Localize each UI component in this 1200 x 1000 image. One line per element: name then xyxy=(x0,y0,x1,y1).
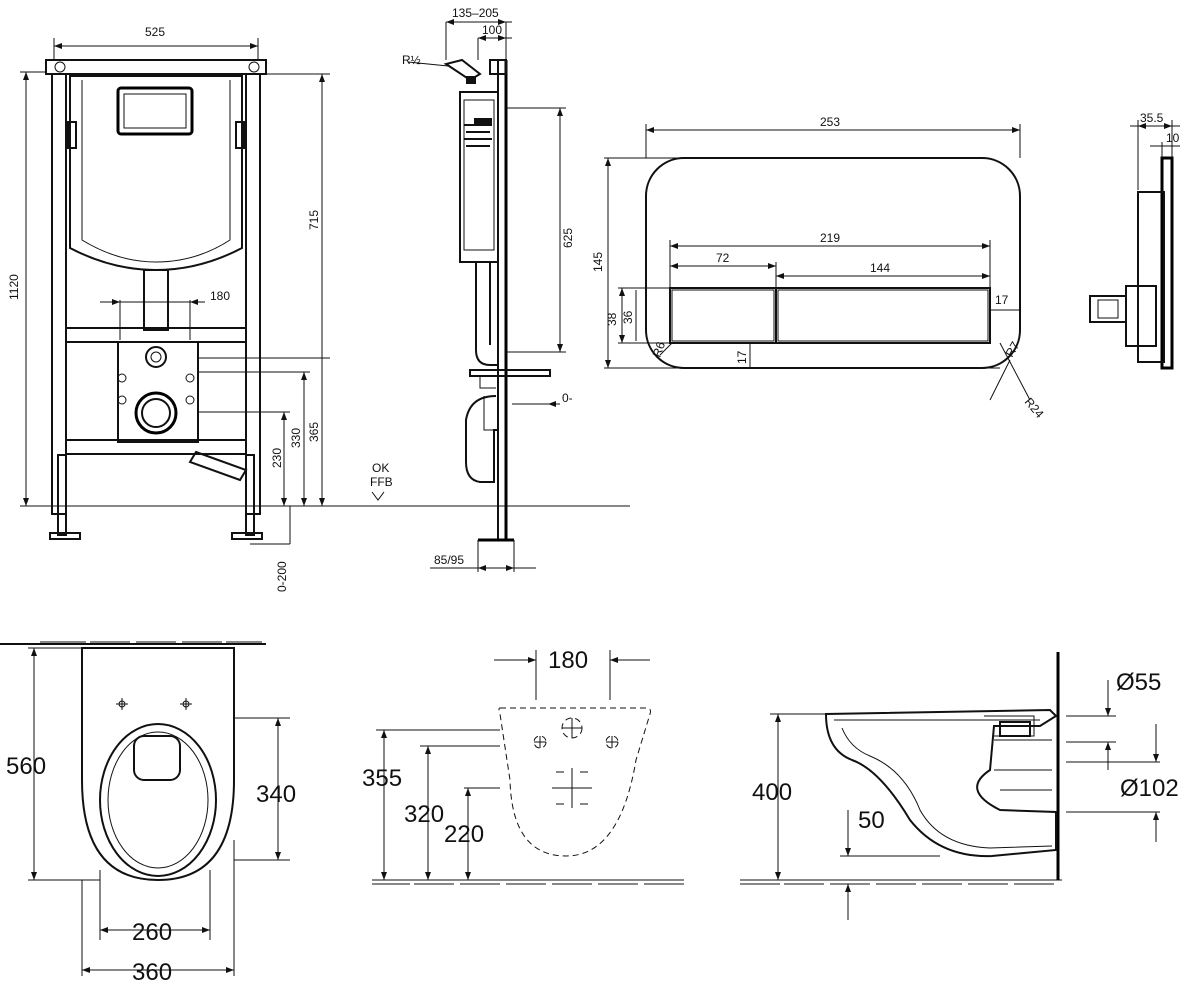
center-spacing-label: 180 xyxy=(210,289,230,303)
plate-depth-label: 35.5 xyxy=(1140,111,1164,125)
frame-width-label: 525 xyxy=(145,25,165,39)
large-button-label: 144 xyxy=(870,261,890,275)
bowl-side-view: 400 50 Ø55 Ø102 xyxy=(740,652,1179,920)
floor-note-ffb: FFB xyxy=(370,475,393,489)
offset-label: 0- xyxy=(562,391,573,405)
back-spacing-label: 180 xyxy=(548,647,588,674)
back-height-3-label: 220 xyxy=(444,821,484,848)
bowl-length-label: 560 xyxy=(6,753,46,780)
back-height-2-label: 320 xyxy=(404,801,444,828)
margin-right-label: 17 xyxy=(995,293,1009,307)
thread-label: R½ xyxy=(402,53,421,67)
depth-inner-label: 100 xyxy=(482,23,502,37)
adjust-label: 0-200 xyxy=(275,561,289,592)
radius-large-label: R24 xyxy=(1022,395,1047,421)
foot-label: 85/95 xyxy=(434,553,464,567)
drain-height-label: 365 xyxy=(307,422,321,442)
radius-mid-label: R7 xyxy=(1002,339,1022,360)
outlet-height-label: 230 xyxy=(270,448,284,468)
side-offset-label: 50 xyxy=(858,807,885,834)
outlet-dia-label: Ø102 xyxy=(1120,775,1179,802)
tank-top-label: 715 xyxy=(307,210,321,230)
back-height-1-label: 355 xyxy=(362,765,402,792)
bowl-inner-width-label: 260 xyxy=(132,919,172,946)
plate-thickness-label: 10 xyxy=(1166,131,1180,145)
small-button-label: 72 xyxy=(716,251,730,265)
frame-front-view: 525 1120 715 365 330 230 0-200 180 xyxy=(7,25,630,592)
floor-note-ok: OK xyxy=(372,461,389,475)
side-height-label: 400 xyxy=(752,779,792,806)
inlet-dia-label: Ø55 xyxy=(1116,669,1161,696)
radius-small-label: R6 xyxy=(650,340,669,360)
frame-side-view: 135–205 100 R½ 625 0- 85/95 OK FFB xyxy=(370,6,575,572)
bowl-outer-width-label: 360 xyxy=(132,959,172,986)
margin-bottom-label: 17 xyxy=(735,350,749,364)
bowl-top-view: 560 340 260 360 xyxy=(0,641,296,986)
plate-width-label: 253 xyxy=(820,115,840,129)
button-height-outer-label: 38 xyxy=(605,312,619,326)
button-height-inner-label: 36 xyxy=(621,310,635,324)
bowl-front-length-label: 340 xyxy=(256,781,296,808)
flush-plate-side-view: 35.5 10 xyxy=(1089,111,1180,370)
button-width-label: 219 xyxy=(820,231,840,245)
frame-height-label: 1120 xyxy=(7,274,21,300)
depth-range-label: 135–205 xyxy=(452,6,499,20)
inlet-height-label: 330 xyxy=(289,428,303,448)
button-height-label: 625 xyxy=(561,228,575,248)
bowl-back-view: 180 355 320 220 xyxy=(362,647,684,885)
flush-plate-front-view: 253 145 219 72 144 38 36 17 17 R6 R7 R24 xyxy=(591,115,1047,421)
plate-height-label: 145 xyxy=(591,252,605,272)
